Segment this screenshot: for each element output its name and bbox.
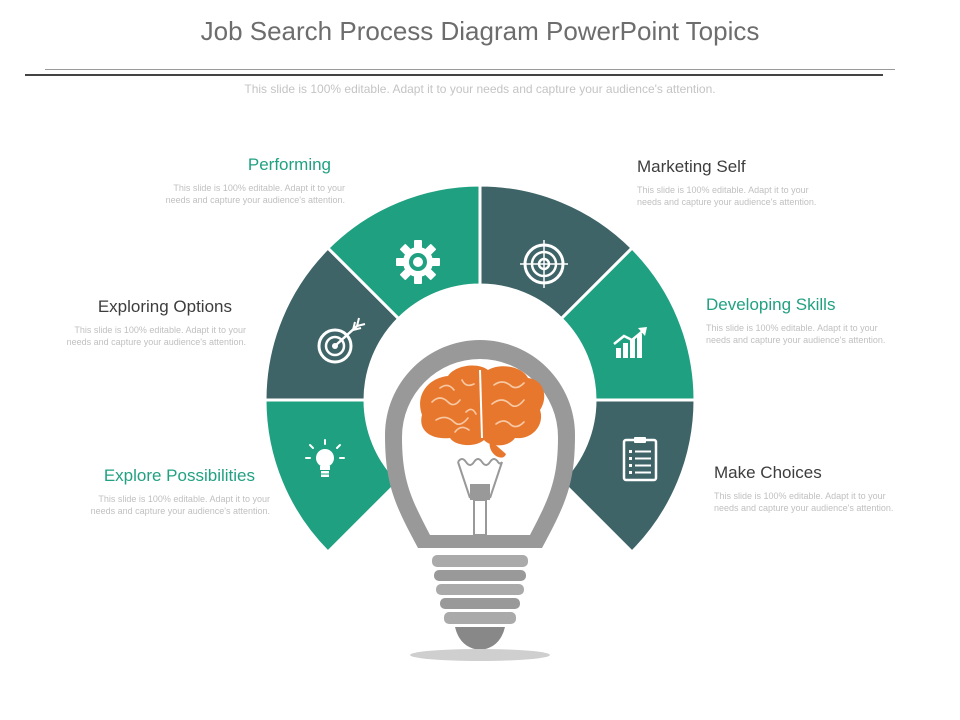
label-make-choices-body: This slide is 100% editable. Adapt it to… <box>714 491 894 513</box>
title-divider <box>45 69 895 70</box>
page-title: Job Search Process Diagram PowerPoint To… <box>200 16 760 46</box>
growth-chart-icon <box>613 327 647 358</box>
label-developing-skills-body: This slide is 100% editable. Adapt it to… <box>706 323 886 345</box>
label-explore-possibilities-body: This slide is 100% editable. Adapt it to… <box>90 494 270 516</box>
title-underline <box>25 74 883 76</box>
label-marketing-self: Marketing Self This slide is 100% editab… <box>637 156 837 208</box>
label-make-choices-title: Make Choices <box>714 463 822 482</box>
segment-make-choices[interactable] <box>559 398 697 555</box>
label-explore-possibilities: Explore Possibilities This slide is 100%… <box>70 465 270 517</box>
label-explore-possibilities-title: Explore Possibilities <box>103 466 255 485</box>
dart-target-icon <box>317 317 366 364</box>
label-marketing-self-title: Marketing Self <box>637 157 746 176</box>
label-exploring-options-body: This slide is 100% editable. Adapt it to… <box>66 325 246 347</box>
label-marketing-self-body: This slide is 100% editable. Adapt it to… <box>637 185 817 207</box>
label-performing-title: Performing <box>247 155 331 174</box>
label-make-choices: Make Choices This slide is 100% editable… <box>714 462 914 514</box>
clipboard-icon <box>622 437 658 482</box>
label-performing: Performing This slide is 100% editable. … <box>145 154 345 206</box>
lightbulb-icon <box>305 439 345 477</box>
brain-icon <box>420 365 545 458</box>
target-icon <box>520 240 568 288</box>
label-exploring-options-title: Exploring Options <box>97 297 232 316</box>
gear-icon <box>396 240 440 284</box>
label-developing-skills-title: Developing Skills <box>706 295 836 314</box>
label-exploring-options: Exploring Options This slide is 100% edi… <box>46 296 246 348</box>
label-performing-body: This slide is 100% editable. Adapt it to… <box>165 183 345 205</box>
page-subtitle: This slide is 100% editable. Adapt it to… <box>244 82 716 96</box>
segment-explore-possibilities[interactable] <box>263 398 401 555</box>
label-developing-skills: Developing Skills This slide is 100% edi… <box>706 294 906 346</box>
